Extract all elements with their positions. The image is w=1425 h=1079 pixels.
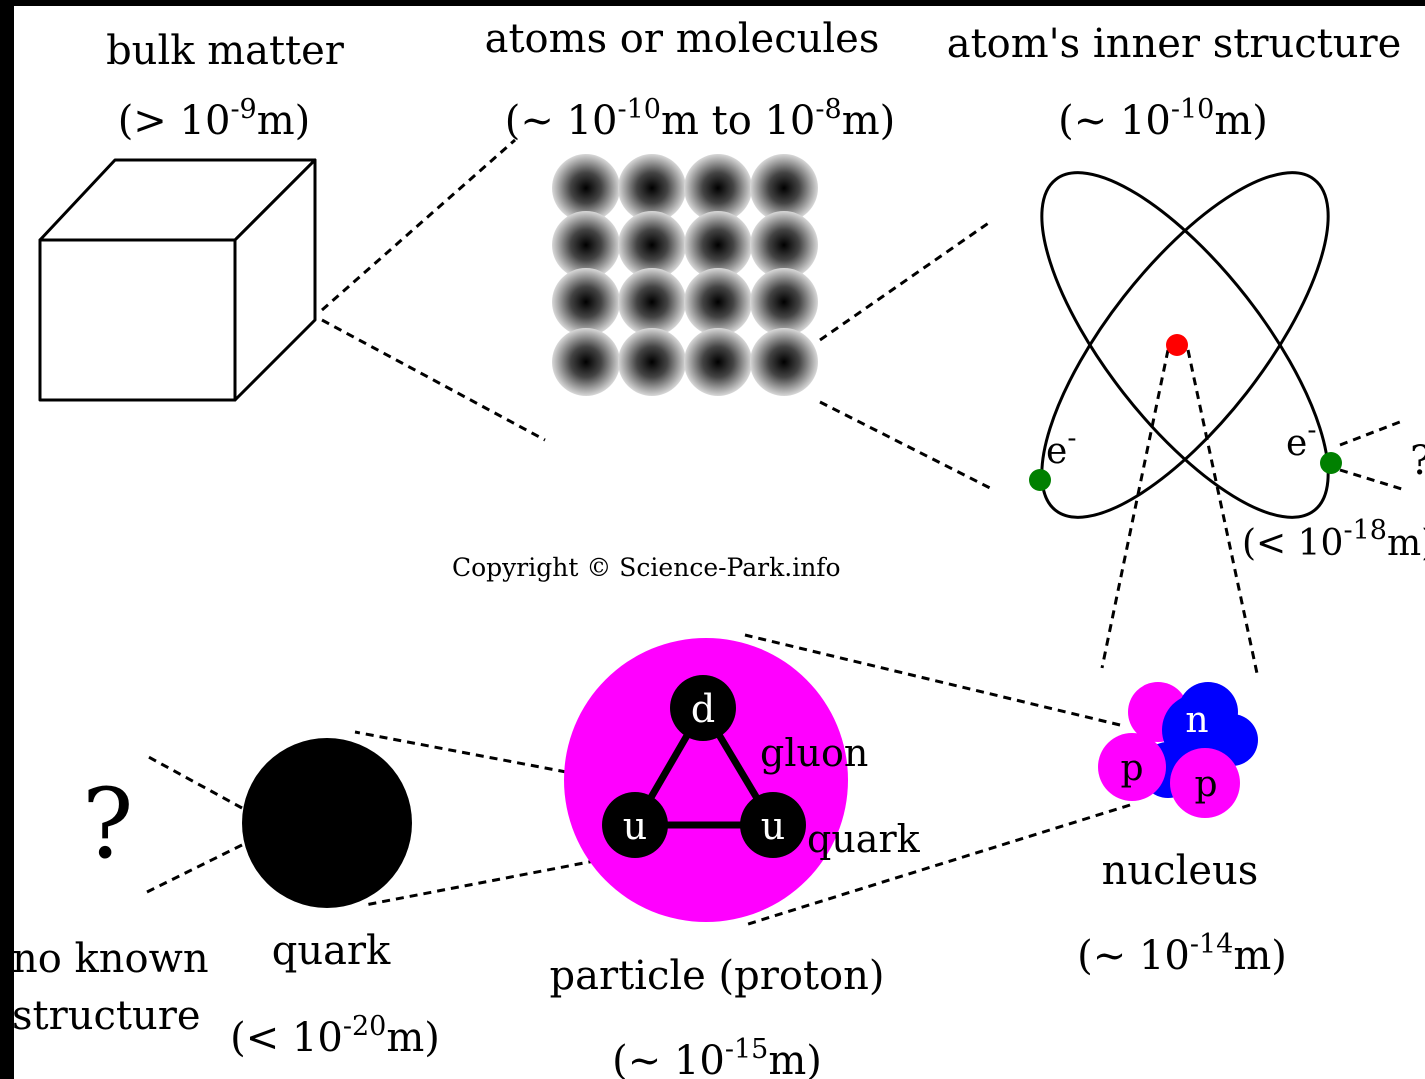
- atom-ball: [684, 154, 752, 222]
- electron-left: [1029, 469, 1051, 491]
- gluon-label: gluon: [760, 731, 869, 775]
- quark-u-left-label: u: [623, 804, 647, 848]
- atom-ball: [684, 268, 752, 336]
- quark-title: quark: [271, 928, 391, 974]
- atom-ball: [552, 268, 620, 336]
- nucleus-title: nucleus: [1101, 848, 1259, 894]
- atom-ball: [618, 328, 686, 396]
- copyright-notice: Copyright © Science-Park.info: [452, 553, 841, 582]
- atom-ball: [750, 328, 818, 396]
- quark-u-right: [740, 792, 806, 858]
- atom-ball: [684, 211, 752, 279]
- quark-d: [670, 675, 736, 741]
- atoms-title: atoms or molecules: [484, 16, 880, 62]
- proton-label-1: p: [1120, 748, 1143, 789]
- atom-ball: [750, 211, 818, 279]
- nucleus-cluster: [1098, 682, 1258, 818]
- proton-title: particle (proton): [549, 953, 885, 999]
- atom-ball: [552, 211, 620, 279]
- atom-ball: [552, 328, 620, 396]
- cube-icon: [38, 158, 317, 402]
- unknown-question-mark: ?: [82, 768, 134, 880]
- atom-ball: [618, 154, 686, 222]
- inner-scale: (~ 10-10m): [1058, 94, 1268, 144]
- atom-ball: [618, 268, 686, 336]
- electron-scale: (< 10-18m): [1242, 515, 1425, 564]
- diagram-canvas: d u u n p p bulk matter (> 10-9m) atoms …: [14, 6, 1425, 1079]
- quark-ball: [242, 738, 412, 908]
- atom-ball: [552, 154, 620, 222]
- atom-ball: [684, 328, 752, 396]
- unknown-line-1: no known: [14, 936, 209, 982]
- unknown-line-2: structure: [14, 993, 201, 1039]
- atom-lattice: [552, 154, 818, 396]
- atom-ball: [750, 154, 818, 222]
- proton-label-2: p: [1194, 764, 1217, 805]
- quark-d-label: d: [691, 687, 715, 731]
- inner-title: atom's inner structure: [946, 21, 1402, 67]
- quark-u-left: [602, 792, 668, 858]
- electron-right: [1320, 452, 1342, 474]
- bulk-title: bulk matter: [106, 28, 344, 74]
- atoms-scale: (~ 10-10m to 10-8m): [504, 94, 896, 144]
- quark-annotation: quark: [807, 817, 920, 861]
- quark-scale: (< 10-20m): [230, 1011, 440, 1061]
- neutron-label: n: [1185, 700, 1208, 741]
- proton-scale: (~ 10-15m): [612, 1034, 822, 1079]
- atom-ball: [750, 268, 818, 336]
- atom-ball: [618, 211, 686, 279]
- nucleus-scale: (~ 10-14m): [1077, 929, 1287, 979]
- nucleus-dot: [1166, 334, 1188, 356]
- diagram-graphics: d u u n p p: [38, 138, 1406, 927]
- electron-question: ?: [1410, 441, 1425, 481]
- electron-label-left: e-: [1046, 423, 1077, 472]
- bulk-scale: (> 10-9m): [117, 94, 311, 144]
- quark-u-right-label: u: [761, 804, 785, 848]
- electron-label-right: e-: [1286, 415, 1317, 464]
- atom-orbits: [1040, 171, 1330, 519]
